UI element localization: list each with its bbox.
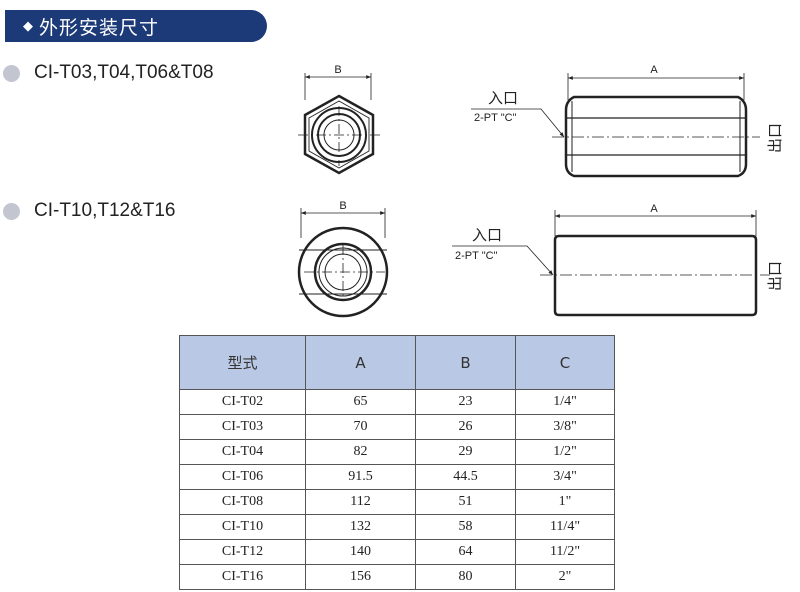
technical-drawing: B 入口 2-PT "C" A 出口 B 入口 [297, 64, 784, 318]
model-group-2: CI-T10,T12&T16 [3, 200, 176, 222]
cell-model: CI-T03 [179, 414, 306, 440]
dimension-b-label: B [339, 200, 346, 212]
cell-a: 70 [305, 414, 416, 440]
model-group-label: CI-T10,T12&T16 [34, 200, 176, 221]
cell-model: CI-T06 [179, 464, 306, 490]
dimension-a-label: A [650, 203, 658, 215]
port-label: 2-PT "C" [474, 112, 517, 124]
dimension-table: 型式 A B C CI-T02 65 23 1/4" CI-T03 70 26 … [179, 335, 615, 590]
cell-b: 29 [415, 439, 516, 465]
table-row: CI-T02 65 23 1/4" [179, 389, 615, 415]
inlet-label: 入口 [488, 89, 518, 107]
cell-a: 140 [305, 539, 416, 565]
outlet-label: 出口 [766, 123, 784, 153]
cell-a: 91.5 [305, 464, 416, 490]
dimension-a-label: A [650, 64, 658, 76]
cell-a: 132 [305, 514, 416, 540]
hex-end-view [298, 73, 383, 175]
inlet-label: 入口 [472, 226, 502, 244]
header-model: 型式 [179, 335, 306, 390]
dimension-b-label: B [334, 64, 341, 76]
cell-a: 112 [305, 489, 416, 515]
cell-b: 44.5 [415, 464, 516, 490]
table-header-row: 型式 A B C [179, 335, 615, 390]
section-title: 外形安装尺寸 [39, 16, 160, 39]
bullet-dot-icon [3, 64, 20, 82]
round-end-view [297, 208, 389, 318]
cell-model: CI-T16 [179, 564, 306, 590]
diamond-icon: ◆ [23, 18, 33, 34]
table-row: CI-T08 112 51 1" [179, 489, 615, 515]
cell-model: CI-T10 [179, 514, 306, 540]
cell-b: 51 [415, 489, 516, 515]
table-row: CI-T04 82 29 1/2" [179, 439, 615, 465]
header-a: A [305, 335, 416, 390]
cell-c: 1/4" [515, 389, 615, 415]
table-row: CI-T06 91.5 44.5 3/4" [179, 464, 615, 490]
cell-b: 80 [415, 564, 516, 590]
port-label: 2-PT "C" [455, 250, 498, 262]
cell-b: 23 [415, 389, 516, 415]
header-c: C [515, 335, 615, 390]
cell-c: 2" [515, 564, 615, 590]
header-b: B [415, 335, 516, 390]
model-group-label: CI-T03,T04,T06&T08 [34, 62, 214, 83]
cell-b: 64 [415, 539, 516, 565]
cell-c: 11/2" [515, 539, 615, 565]
round-side-view [452, 210, 770, 317]
cell-model: CI-T02 [179, 389, 306, 415]
cell-b: 26 [415, 414, 516, 440]
section-banner: ◆ 外形安装尺寸 [5, 10, 267, 42]
cell-model: CI-T04 [179, 439, 306, 465]
cell-c: 3/8" [515, 414, 615, 440]
table-row: CI-T16 156 80 2" [179, 564, 615, 590]
cell-c: 1" [515, 489, 615, 515]
hex-side-view [471, 73, 760, 178]
cell-a: 65 [305, 389, 416, 415]
cell-b: 58 [415, 514, 516, 540]
table-row: CI-T03 70 26 3/8" [179, 414, 615, 440]
cell-c: 3/4" [515, 464, 615, 490]
cell-model: CI-T08 [179, 489, 306, 515]
table-row: CI-T10 132 58 11/4" [179, 514, 615, 540]
bullet-dot-icon [3, 202, 20, 220]
cell-c: 11/4" [515, 514, 615, 540]
outlet-label: 出口 [766, 261, 784, 291]
table-row: CI-T12 140 64 11/2" [179, 539, 615, 565]
cell-a: 82 [305, 439, 416, 465]
cell-c: 1/2" [515, 439, 615, 465]
cell-a: 156 [305, 564, 416, 590]
model-group-1: CI-T03,T04,T06&T08 [3, 62, 214, 84]
cell-model: CI-T12 [179, 539, 306, 565]
